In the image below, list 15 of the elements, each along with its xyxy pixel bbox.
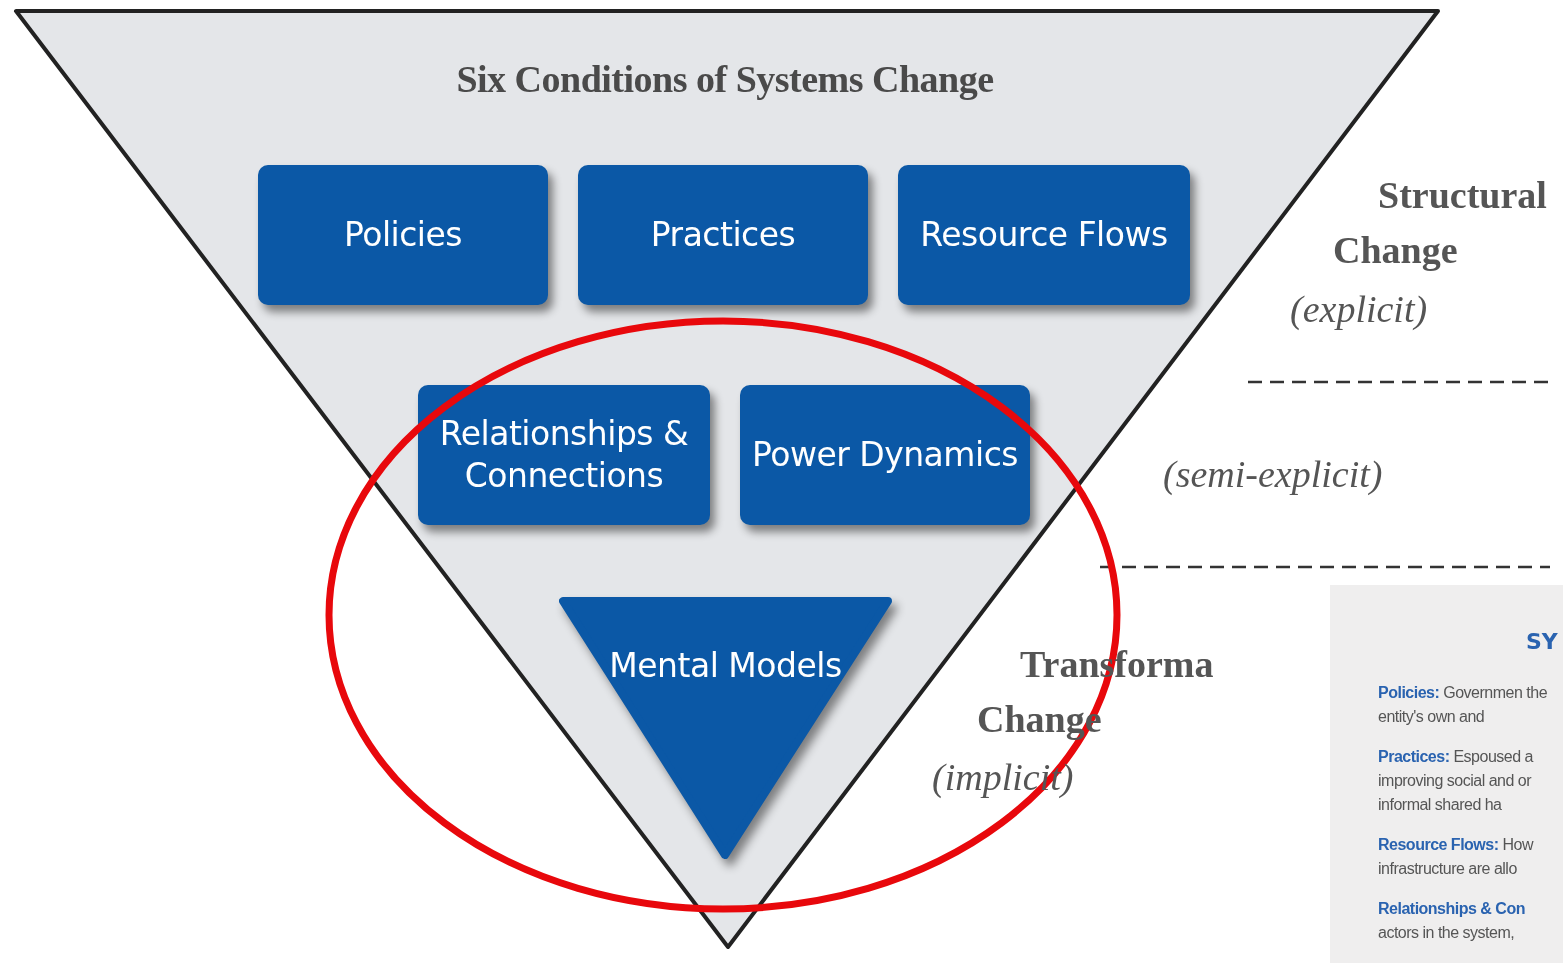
definition-text: Policies: Governmen the entity's own and — [1378, 683, 1549, 727]
condition-box: Power Dynamics — [740, 385, 1030, 525]
definition-text: Resource Flows: How infrastructure are allo — [1378, 835, 1535, 879]
condition-label: Mental Models — [608, 645, 843, 687]
panel-heading: SY — [1526, 629, 1558, 654]
condition-box: Resource Flows — [898, 165, 1190, 305]
level-note: (semi-explicit) — [1163, 452, 1384, 497]
condition-box: Relationships & Connections — [418, 385, 710, 525]
level-note: (explicit) — [1290, 287, 1429, 332]
condition-box: Practices — [578, 165, 868, 305]
definition-text: Relationships & Con actors in the system, — [1378, 899, 1526, 943]
condition-box: Policies — [258, 165, 548, 305]
definition-text: Practices: Espoused a improving social and or informal shared ha — [1378, 747, 1535, 815]
level-label: Structural Change — [1333, 173, 1548, 273]
triangle-heading: Six Conditions of Systems Change — [455, 57, 995, 101]
